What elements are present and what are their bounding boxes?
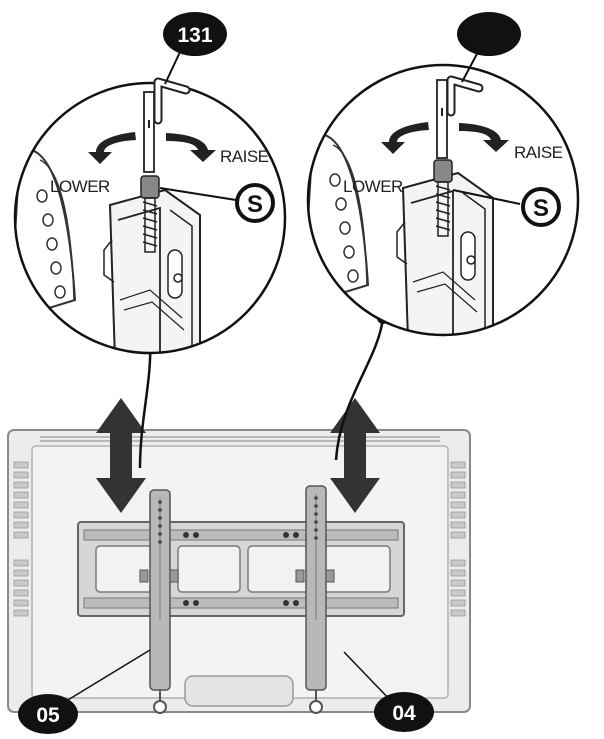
leader-line-05 (57, 649, 151, 707)
rotate-arrow-raise-right (459, 123, 509, 152)
rotate-arrow-lower-left (88, 132, 136, 164)
detail-circle-right (306, 63, 580, 337)
callout-blank-badge (457, 12, 521, 56)
wall-plate (77, 521, 405, 617)
tv-vent-right (450, 461, 466, 617)
screw-callout-right (521, 187, 561, 227)
callout-131-badge (163, 12, 227, 56)
screw-callout-left-text: S (247, 191, 263, 218)
left-arm-ring (153, 700, 167, 714)
left-mounting-arm (139, 489, 179, 714)
adjust-arrow-left (96, 398, 146, 513)
lower-label-left: LOWER (50, 177, 110, 196)
leader-line-04 (343, 651, 395, 705)
tv-vent-top (40, 436, 440, 442)
callout-05-badge (18, 694, 78, 734)
screw-pointer-left (159, 187, 237, 201)
screw-callout-left (235, 183, 275, 223)
lower-label-right: LOWER (343, 177, 403, 196)
leader-line-right (334, 317, 385, 461)
tv-stand-plate (184, 675, 294, 707)
leader-line-left (138, 341, 152, 469)
right-mounting-arm (295, 485, 335, 714)
callout-04-badge (374, 692, 434, 732)
tv-vent-left (13, 461, 29, 617)
rotate-arrow-lower-right (381, 122, 429, 154)
screw-callout-right-text: S (533, 195, 549, 222)
raise-label-right: RAISE (514, 143, 563, 162)
callout-04-text: 04 (392, 702, 416, 725)
detail-circle-left (13, 81, 287, 355)
screw-pointer-right (452, 189, 521, 205)
right-arm-ring (309, 700, 323, 714)
callout-05-text: 05 (36, 704, 60, 727)
raise-label-left: RAISE (220, 147, 269, 166)
callout-131-text: 131 (177, 24, 212, 47)
rotate-arrow-raise-left (166, 133, 216, 162)
